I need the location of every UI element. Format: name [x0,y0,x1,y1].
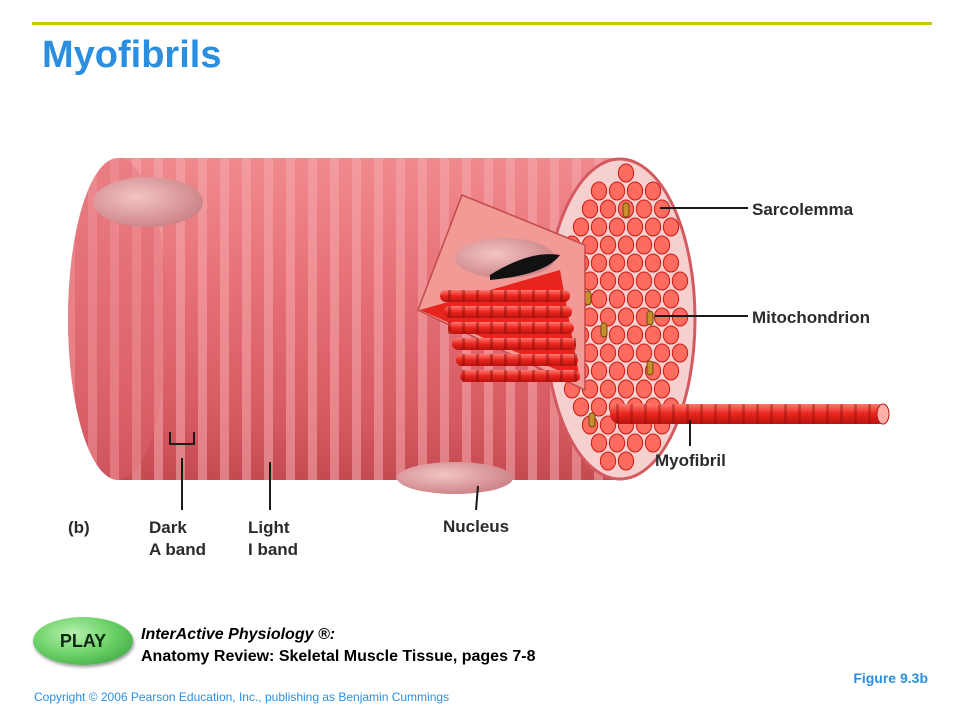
label-dark-band-line1: Dark [149,518,187,537]
play-button[interactable]: PLAY [33,617,133,665]
interactive-physiology-title: InterActive Physiology ®: [141,626,336,643]
label-light-band-line2: I band [248,540,299,559]
label-nucleus: Nucleus [443,517,510,536]
nucleus-bottom [397,462,513,494]
muscle-fiber-diagram [68,157,890,511]
figure-number: Figure 9.3b [853,670,928,686]
nucleus-top [93,177,203,227]
cross-section [543,157,697,481]
cutaway-wedge [417,194,586,392]
leader-lines [169,207,748,511]
label-dark-band-line2: A band [149,540,206,559]
panel-label: (b) [68,518,90,537]
slide-title: Myofibrils [42,34,222,76]
copyright-notice: Copyright © 2006 Pearson Education, Inc.… [34,690,450,704]
interactive-physiology-subtitle: Anatomy Review: Skeletal Muscle Tissue, … [141,648,536,665]
label-mitochondrion: Mitochondrion [752,308,871,327]
label-dark-band: Dark A band [149,517,206,561]
myofibril-strand [610,403,890,425]
top-rule [32,22,932,25]
label-light-band-line1: Light [248,518,290,537]
label-myofibril: Myofibril [655,451,726,470]
label-sarcolemma: Sarcolemma [752,200,854,219]
label-light-band: Light I band [248,517,298,561]
